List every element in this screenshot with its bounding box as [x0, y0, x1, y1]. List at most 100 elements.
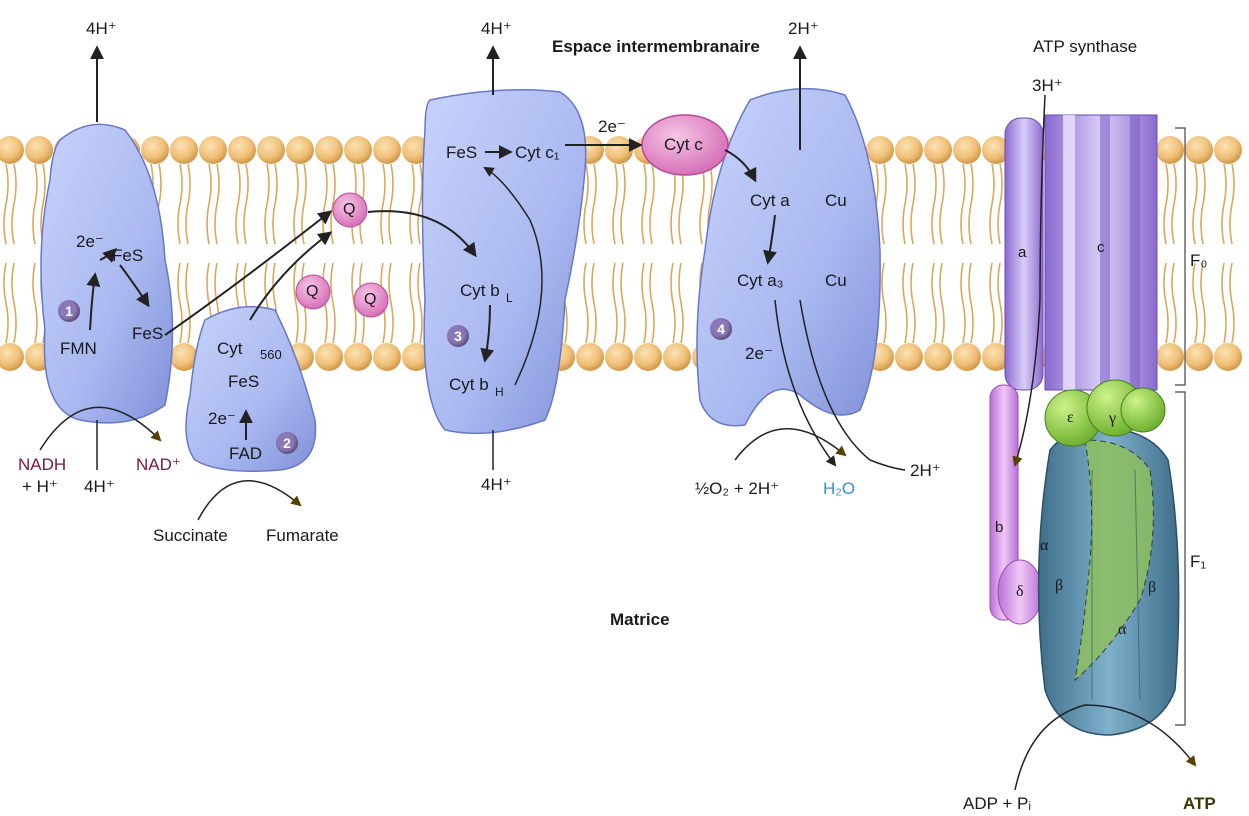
lipid-tail [178, 164, 182, 244]
lipid-tail [4, 164, 8, 244]
lipid-head [605, 136, 633, 164]
quinone-3-label: Q [364, 292, 376, 308]
lipid-tail [990, 164, 994, 244]
quinone-1-label: Q [343, 202, 355, 218]
complex-4-electron-label: 2e⁻ [745, 345, 773, 362]
lipid-tail [882, 263, 886, 343]
lipid-tail [1222, 164, 1226, 244]
lipid-tail [381, 164, 385, 244]
lipid-tail [932, 164, 936, 244]
lipid-tail [613, 263, 617, 343]
lipid-tail [911, 263, 915, 343]
lipid-tail [584, 263, 588, 343]
complex-4-cyt-a: Cyt a [750, 192, 790, 209]
nad-label: NAD⁺ [136, 456, 181, 473]
lipid-tail [679, 164, 683, 244]
lipid-tail [679, 263, 683, 343]
complex-3-cyt-bl-sub: L [506, 292, 513, 304]
lipid-tail [294, 263, 298, 343]
lipid-head [1156, 136, 1184, 164]
lipid-tail [621, 164, 625, 244]
lipid-tail [882, 164, 886, 244]
lipid-tail [1230, 164, 1234, 244]
succinate-arc [198, 481, 300, 520]
atp-subunit-beta-1: β [1055, 578, 1063, 594]
lipid-tail [1164, 164, 1168, 244]
lipid-tail [592, 164, 596, 244]
lipid-tail [215, 164, 219, 244]
lipid-head [257, 136, 285, 164]
lipid-tail [418, 263, 422, 343]
lipid-tail [592, 263, 596, 343]
complex-3-shape [423, 90, 586, 434]
lipid-tail [911, 164, 915, 244]
lipid-tail [671, 164, 675, 244]
matrix-label: Matrice [610, 611, 670, 628]
atp-subunit-c: c [1097, 240, 1105, 255]
quinone-2-label: Q [306, 284, 318, 300]
complex-4-exit-protons: 2H⁺ [910, 462, 941, 479]
complex-1-shape [41, 124, 173, 422]
lipid-head [924, 136, 952, 164]
lipid-head [286, 136, 314, 164]
lipid-tail [1172, 263, 1176, 343]
complex-4-top-protons: 2H⁺ [788, 20, 819, 37]
lipid-tail [331, 263, 335, 343]
lipid-tail [294, 164, 298, 244]
lipid-tail [990, 263, 994, 343]
lipid-tail [961, 164, 965, 244]
nadh-plus-h-label: + H⁺ [22, 478, 58, 495]
lipid-tail [961, 263, 965, 343]
atp-subunit-alpha-1: α [1040, 538, 1048, 554]
complex-1-fes-2: FeS [132, 325, 163, 342]
lipid-head [895, 343, 923, 371]
f1-label: F₁ [1190, 553, 1206, 570]
lipid-tail [389, 263, 393, 343]
lipid-head [924, 343, 952, 371]
atp-subunit-beta-2: β [1148, 580, 1156, 596]
lipid-tail [12, 164, 16, 244]
lipid-head [866, 136, 894, 164]
lipid-head [315, 136, 343, 164]
lipid-head [228, 136, 256, 164]
cytochrome-c-label: Cyt c [664, 136, 703, 153]
lipid-tail [186, 164, 190, 244]
lipid-tail [33, 164, 37, 244]
lipid-tail [410, 164, 414, 244]
lipid-tail [1230, 263, 1234, 343]
complex-4-cyt-a3: Cyt a₃ [737, 272, 784, 289]
lipid-head [373, 343, 401, 371]
complex-4-cu-2: Cu [825, 272, 847, 289]
lipid-tail [1193, 263, 1197, 343]
lipid-head [1185, 343, 1213, 371]
lipid-tail [700, 164, 704, 244]
lipid-tail [12, 263, 16, 343]
lipid-tail [207, 164, 211, 244]
complex-1-number: 1 [58, 300, 80, 322]
complex-2-fes: FeS [228, 373, 259, 390]
nadh-label: NADH [18, 456, 66, 473]
lipid-tail [1201, 164, 1205, 244]
atp-synthase-shape [990, 115, 1185, 735]
lipid-tail [1201, 263, 1205, 343]
atp-synthase-label: ATP synthase [1033, 38, 1137, 55]
lipid-head [953, 343, 981, 371]
lipid-head [663, 343, 691, 371]
lipid-tail [4, 263, 8, 343]
lipid-head [0, 136, 24, 164]
lipid-head [953, 136, 981, 164]
atp-subunit-a: a [1018, 245, 1026, 260]
lipid-tail [998, 263, 1002, 343]
lipid-tail [650, 164, 654, 244]
fumarate-label: Fumarate [266, 527, 339, 544]
lipid-tail [969, 263, 973, 343]
lipid-tail [1164, 263, 1168, 343]
lipid-head [141, 136, 169, 164]
atp-subunit-alpha-2: α [1118, 622, 1126, 638]
lipid-tail [410, 263, 414, 343]
lipid-head [344, 136, 372, 164]
atp-synthase-protons: 3H⁺ [1032, 77, 1063, 94]
lipid-tail [671, 263, 675, 343]
complex-2-electron-label: 2e⁻ [208, 410, 236, 427]
